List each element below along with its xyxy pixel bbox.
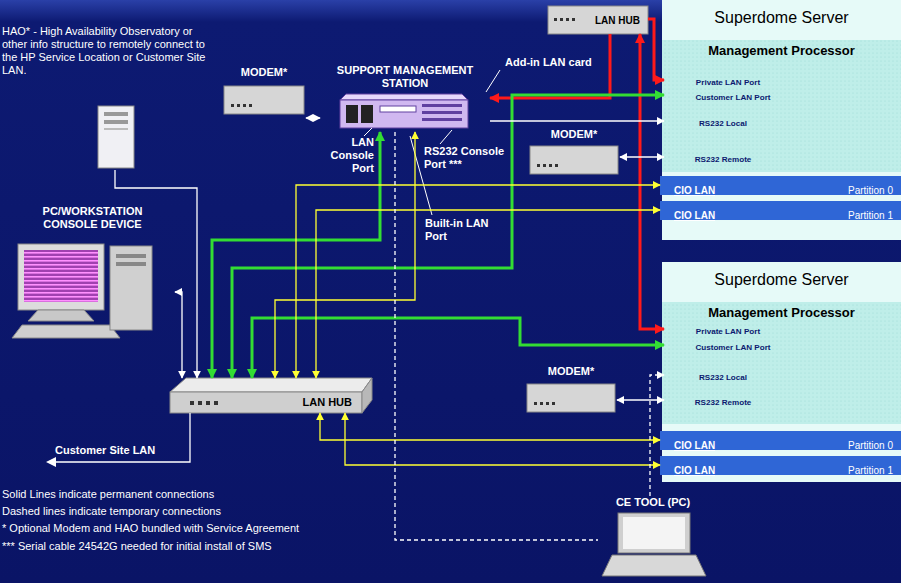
customer-lan-arrow: [46, 413, 190, 467]
permanent-connection: [115, 170, 197, 378]
temporary-connection: [395, 132, 598, 540]
permanent-connection: [306, 117, 320, 118]
modem-box: MODEM*: [222, 66, 306, 124]
lan-hub-icon: [548, 6, 648, 34]
node-text: RS232 Local: [672, 368, 774, 385]
workstation-icon: [12, 244, 152, 338]
node-text: CIO LAN: [674, 456, 715, 476]
permanent-connection: [232, 95, 664, 378]
server-panel: [660, 262, 901, 482]
node-text: Management Processor: [662, 40, 901, 58]
hub-box: LAN HUB: [548, 6, 648, 34]
workstation-box: PC/WORKSTATION CONSOLE DEVICE: [10, 205, 175, 340]
lan-hub-icon: [170, 378, 372, 413]
hub-box: LAN HUB: [170, 378, 370, 413]
node-text: MODEM*: [548, 365, 594, 378]
modem-icon: [224, 86, 304, 114]
port-label: RS232 Remote: [664, 393, 774, 407]
permanent-connection: [345, 413, 660, 465]
node-text: LAN HUB: [595, 15, 640, 26]
permanent-connection: [490, 34, 610, 98]
node-text: Superdome Server: [662, 262, 901, 289]
permanent-connection: [320, 413, 660, 440]
port-label: RS232 Local: [664, 368, 774, 382]
port-label: RS232 Remote: [664, 150, 774, 164]
modem-icon: [527, 384, 615, 412]
node-text: RS232 Remote: [672, 150, 774, 167]
partition-band: CIO LAN Partition 0: [660, 176, 901, 195]
permanent-connection: [617, 399, 664, 400]
permanent-connection: [620, 156, 664, 157]
callout-label: LAN Console Port: [326, 136, 374, 175]
processor-panel: Management ProcessorPrivate LAN PortCust…: [662, 40, 901, 172]
node-text: CIO LAN: [674, 201, 715, 221]
note-text: Solid Lines indicate permanent connectio…: [2, 488, 562, 501]
node-text: LAN HUB: [303, 396, 353, 408]
node-text: Private LAN Port: [672, 73, 784, 90]
node-text: Partition 1: [848, 201, 893, 221]
laptop-box: CE TOOL (PC): [598, 496, 708, 580]
node-text: MODEM*: [551, 128, 597, 141]
node-text: Customer LAN Port: [672, 338, 794, 355]
permanent-connection: [490, 120, 664, 121]
station-box: SUPPORT MANAGEMENT STATION: [320, 64, 490, 132]
node-text: RS232 Remote: [672, 393, 774, 410]
port-label: RS232 Local: [664, 114, 774, 128]
server-panel: [660, 0, 901, 240]
callout-label: Built-in LAN Port: [425, 217, 497, 243]
node-text: Customer LAN Port: [672, 88, 794, 105]
node-text: Management Processor: [662, 302, 901, 320]
partition-band: CIO LAN Partition 1: [660, 456, 901, 475]
node-text: CIO LAN: [674, 176, 715, 196]
partition-band: CIO LAN Partition 1: [660, 201, 901, 220]
permanent-connection: [175, 292, 182, 378]
note-text: *** Serial cable 24542G needed for initi…: [2, 540, 562, 553]
node-text: Partition 1: [848, 456, 893, 476]
partition-band: CIO LAN Partition 0: [660, 431, 901, 450]
port-label: Private LAN Port: [664, 322, 784, 336]
note-box: HAO* - High Availability Observatory or …: [2, 25, 234, 170]
node-text: Private LAN Port: [672, 322, 784, 339]
permanent-connection: [648, 19, 664, 80]
permanent-connection: [640, 34, 664, 329]
server-panel: Superdome ServerManagement ProcessorPriv…: [662, 0, 901, 240]
node-text: HAO* - High Availability Observatory or …: [2, 25, 207, 77]
permanent-connection: [252, 318, 664, 378]
laptop-icon: [602, 513, 706, 576]
node-text: CE TOOL (PC): [616, 496, 690, 509]
note-text: Dashed lines indicate temporary connecti…: [2, 505, 562, 518]
hao-server-icon: [98, 106, 134, 168]
modem-box: MODEM*: [525, 365, 617, 415]
node-text: Superdome Server: [662, 0, 901, 27]
server-panel: Superdome ServerManagement ProcessorPriv…: [662, 262, 901, 482]
modem-box: MODEM*: [528, 128, 620, 178]
node-text: SUPPORT MANAGEMENT STATION: [335, 64, 475, 90]
port-label: Customer LAN Port: [664, 338, 794, 352]
modem-icon: [530, 146, 618, 174]
node-text: Partition 0: [848, 176, 893, 196]
node-text: CIO LAN: [674, 431, 715, 451]
callout-label: Add-in LAN card: [505, 56, 605, 69]
port-label: Private LAN Port: [664, 73, 784, 87]
callout-label: Customer Site LAN: [55, 444, 205, 457]
leader-line: [364, 70, 500, 215]
permanent-connection: [296, 185, 660, 378]
node-text: Partition 0: [848, 431, 893, 451]
temporary-connection: [650, 375, 664, 496]
node-text: PC/WORKSTATION CONSOLE DEVICE: [38, 205, 148, 231]
processor-panel: Management ProcessorPrivate LAN PortCust…: [662, 302, 901, 424]
node-text: MODEM*: [241, 66, 287, 79]
support-station-icon: [340, 94, 468, 128]
note-text: * Optional Modem and HAO bundled with Se…: [2, 522, 562, 535]
node-text: RS232 Local: [672, 114, 774, 131]
permanent-connection: [316, 210, 660, 378]
port-label: Customer LAN Port: [664, 88, 794, 102]
callout-label: RS232 Console Port ***: [424, 145, 510, 171]
